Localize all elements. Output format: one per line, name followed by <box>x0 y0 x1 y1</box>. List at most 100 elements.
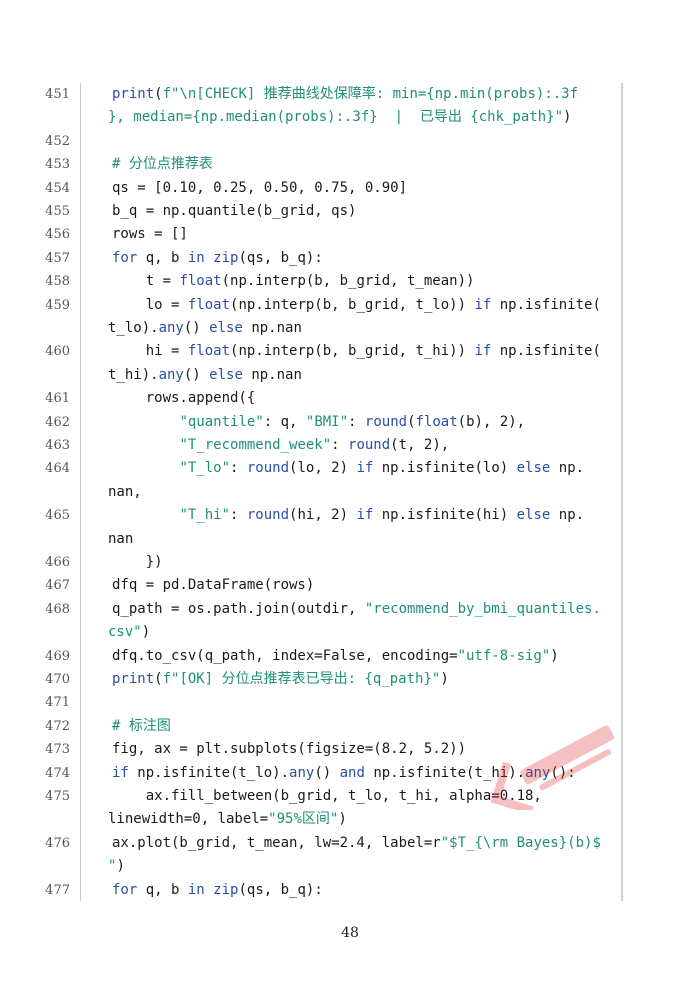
line-number: 453 <box>45 157 70 173</box>
code-token: np. <box>550 507 585 524</box>
code-token: lo = <box>112 296 188 313</box>
code-line: q_path = os.path.join(outdir, "recommend… <box>112 598 601 621</box>
code-token: else <box>209 320 243 336</box>
code-token: (hi, 2) <box>289 507 357 524</box>
line-number: 451 <box>45 87 70 102</box>
code-token: float <box>187 343 231 360</box>
line-number: 463 <box>45 438 70 453</box>
code-line: t = float(np.interp(b, b_grid, t_mean)) <box>112 270 475 293</box>
code-token: float <box>187 296 231 313</box>
code-token: (np.interp(b, b_grid, t_lo)) <box>230 296 475 313</box>
line-number: 459 <box>45 297 70 313</box>
code-token: ( <box>154 671 163 687</box>
code-line: "T_hi": round(hi, 2) if np.isfinite(hi) … <box>112 504 584 527</box>
code-token: np.nan <box>242 320 302 336</box>
code-token: (np.interp(b, b_grid, t_mean)) <box>221 273 475 290</box>
code-token: qs = [0.10, 0.25, 0.50, 0.75, 0.90] <box>112 179 408 196</box>
code-token: : q, <box>263 413 306 430</box>
code-line: print(f"\n[CHECK] 推荐曲线处保障率: min={np.min(… <box>112 83 578 106</box>
line-number: 457 <box>45 250 70 266</box>
code-token: and <box>339 764 365 781</box>
code-token: # 标注图 <box>112 717 171 734</box>
line-number: 474 <box>45 765 70 781</box>
code-token: ( <box>154 86 163 102</box>
line-number: 461 <box>45 391 70 407</box>
code-token: (b), 2), <box>457 413 526 430</box>
line-number: 469 <box>45 648 70 664</box>
code-token: "T_hi" <box>179 507 231 524</box>
code-token: (lo, 2) <box>289 460 357 477</box>
code-line: for q, b in zip(qs, b_q): <box>112 247 323 270</box>
code-token: (): <box>550 764 576 781</box>
code-token: np.isfinite( <box>491 296 601 313</box>
code-token: if <box>356 460 374 477</box>
code-token: else <box>209 366 243 383</box>
code-token: if <box>474 343 492 360</box>
watermark-logo-icon <box>490 725 615 810</box>
code-token: else <box>516 460 551 477</box>
code-token: ) <box>338 811 347 828</box>
code-token: "T_recommend_week" <box>179 437 332 453</box>
code-line: if np.isfinite(t_lo).any() and np.isfini… <box>112 762 576 785</box>
code-token: round <box>246 507 290 524</box>
code-token: (qs, b_q): <box>238 249 323 266</box>
code-token: ax.plot(b_grid, t_mean, lw=2.4, label=r <box>112 834 441 851</box>
code-token: : <box>348 413 365 430</box>
code-token: any <box>158 366 184 383</box>
code-token: hi = <box>112 343 188 360</box>
code-token <box>205 250 213 266</box>
code-token: ) <box>550 647 559 664</box>
code-line: qs = [0.10, 0.25, 0.50, 0.75, 0.90] <box>112 177 407 200</box>
code-token: in <box>187 249 205 266</box>
code-token: any <box>525 765 550 781</box>
line-number: 475 <box>45 789 70 804</box>
code-token: ) <box>563 109 572 126</box>
code-token: nan, <box>108 483 142 500</box>
code-token: np.isfinite(t_lo). <box>128 764 290 781</box>
code-line-continuation: nan <box>108 528 133 551</box>
code-token: " <box>108 858 117 875</box>
code-token: }) <box>112 554 163 570</box>
code-token: t = <box>112 273 180 290</box>
code-token: (np.interp(b, b_grid, t_hi)) <box>230 343 475 360</box>
line-number: 470 <box>45 672 70 687</box>
code-token: rows.append({ <box>112 390 256 407</box>
code-token: any <box>289 764 315 781</box>
code-token: "utf-8-sig" <box>457 647 551 664</box>
code-token: f"[OK] 分位点推荐表已导出: {q_path}" <box>162 671 441 687</box>
line-number: 452 <box>45 133 70 149</box>
code-token <box>112 437 179 453</box>
code-line-continuation: t_lo).any() else np.nan <box>108 317 302 340</box>
code-line: for q, b in zip(qs, b_q): <box>112 879 323 902</box>
code-line: b_q = np.quantile(b_grid, qs) <box>112 200 356 223</box>
code-line: ax.fill_between(b_grid, t_lo, t_hi, alph… <box>112 785 542 808</box>
line-number: 477 <box>45 882 70 898</box>
code-line-continuation: linewidth=0, label="95%区间") <box>108 808 347 831</box>
code-token <box>112 507 179 523</box>
line-number: 468 <box>45 601 70 617</box>
code-token: t_lo). <box>108 320 159 336</box>
code-token: ) <box>141 624 151 641</box>
code-line: print(f"[OK] 分位点推荐表已导出: {q_path}") <box>112 668 449 691</box>
code-token: q_path = os.path.join(outdir, <box>112 600 365 617</box>
code-line: dfq.to_csv(q_path, index=False, encoding… <box>112 645 559 668</box>
code-token: linewidth=0, label= <box>108 811 269 828</box>
line-number: 471 <box>45 695 70 711</box>
code-token: "quantile" <box>179 413 264 430</box>
code-line: lo = float(np.interp(b, b_grid, t_lo)) i… <box>112 294 601 317</box>
code-token: () <box>183 320 210 336</box>
code-token <box>112 414 179 430</box>
code-token: any <box>158 320 184 336</box>
code-token: : <box>230 507 247 524</box>
code-token: : <box>230 460 247 477</box>
line-number: 458 <box>45 274 70 290</box>
code-token: np. <box>550 460 585 477</box>
code-token <box>112 460 179 476</box>
code-line-continuation: ") <box>108 855 125 878</box>
code-token: "recommend_by_bmi_quantiles. <box>364 600 601 617</box>
code-token: ( <box>407 413 416 430</box>
code-token: t_hi). <box>108 366 159 383</box>
code-line-continuation: t_hi).any() else np.nan <box>108 364 302 387</box>
code-token: : <box>331 437 349 453</box>
